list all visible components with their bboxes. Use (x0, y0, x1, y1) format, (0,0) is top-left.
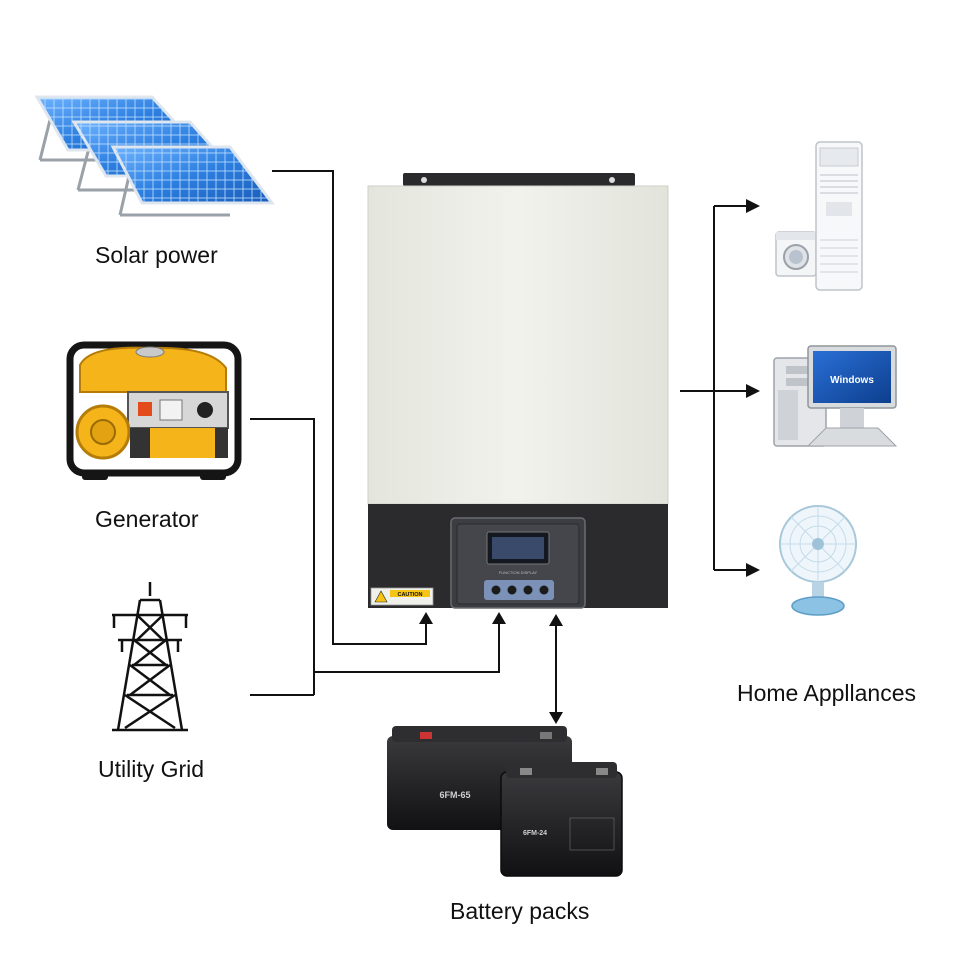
solar-power-label: Solar power (95, 242, 218, 268)
power-tower-icon (112, 582, 188, 732)
connector-lines (250, 170, 748, 716)
desktop-computer-icon: Windows (773, 345, 898, 447)
solar-connector (272, 170, 427, 645)
home-appliances-label: Home Appllances (737, 680, 916, 706)
arrow-down-battery (549, 712, 563, 724)
arrow-up-generator (492, 612, 506, 624)
battery-icon: 6FM-65 6FM-24 (387, 726, 623, 877)
arrow-up-battery (549, 614, 563, 626)
inverter-panel-caption: FUNCTION DISPLAY (499, 570, 538, 575)
washing-machine-icon (775, 231, 817, 277)
air-conditioner-icon (815, 141, 863, 291)
generator-icon (66, 341, 242, 480)
inverter-button-3 (523, 585, 533, 595)
arrow-right-ac (746, 199, 760, 213)
arrow-up-solar (419, 612, 433, 624)
arrowheads (419, 199, 760, 724)
arrow-right-fan (746, 563, 760, 577)
computer-screen-text: Windows (830, 375, 874, 386)
generator-label: Generator (95, 506, 199, 532)
inverter-button-1 (491, 585, 501, 595)
solar-panel-icon (34, 95, 275, 217)
battery-large-model: 6FM-65 (439, 790, 470, 800)
arrow-right-computer (746, 384, 760, 398)
inverter-icon: FUNCTION DISPLAY CAUTION (367, 173, 669, 609)
battery-small-model: 6FM-24 (523, 830, 547, 837)
battery-packs-label: Battery packs (450, 898, 590, 924)
utility-grid-label: Utility Grid (98, 756, 205, 782)
electric-fan-icon (779, 505, 857, 616)
inverter-button-4 (539, 585, 549, 595)
caution-text: CAUTION (397, 592, 422, 598)
inverter-button-2 (507, 585, 517, 595)
